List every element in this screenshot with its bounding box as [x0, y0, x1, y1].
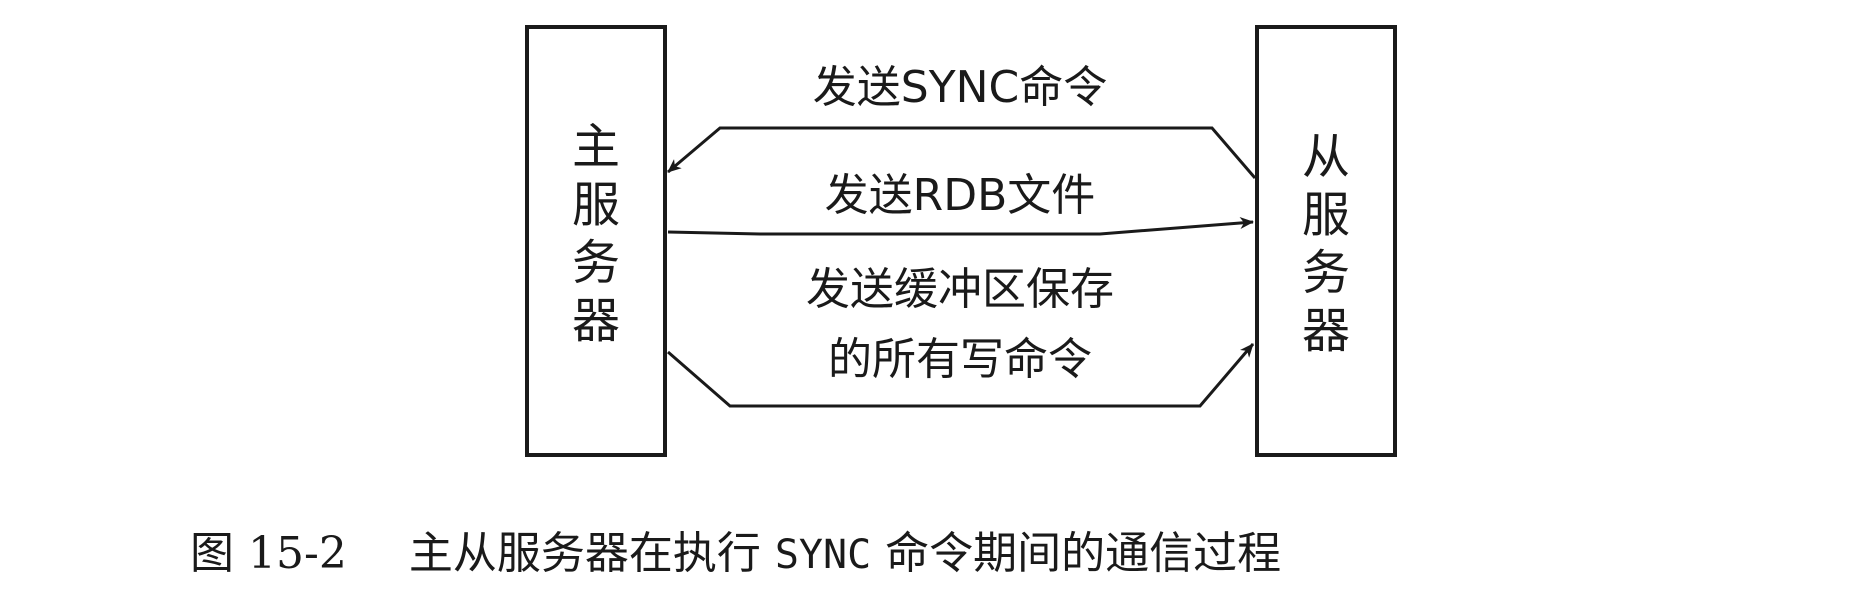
sync-arrow [667, 126, 1257, 179]
caption-command: SYNC [774, 532, 872, 578]
buffer-commands-label-line1: 发送缓冲区保存 [806, 264, 1114, 315]
buffer-commands-arrow [667, 343, 1255, 408]
slave-server-label: 从 服 务 器 [1301, 129, 1350, 359]
rdb-file-label: 发送RDB文件 [824, 170, 1096, 221]
figure-caption: 图 15-2 主从服务器在执行 SYNC 命令期间的通信过程 [190, 526, 1281, 583]
caption-text-before: 主从服务器在执行 [408, 528, 761, 579]
rdb-arrow [667, 217, 1254, 236]
master-server-box [525, 25, 667, 457]
slave-server-box [1255, 25, 1397, 457]
caption-text-after: 命令期间的通信过程 [885, 528, 1282, 579]
master-server-label: 主 服 务 器 [571, 119, 620, 349]
buffer-commands-label-line2: 的所有写命令 [828, 334, 1092, 385]
sync-command-label: 发送SYNC命令 [812, 62, 1108, 113]
figure-number: 图 15-2 [190, 528, 347, 579]
